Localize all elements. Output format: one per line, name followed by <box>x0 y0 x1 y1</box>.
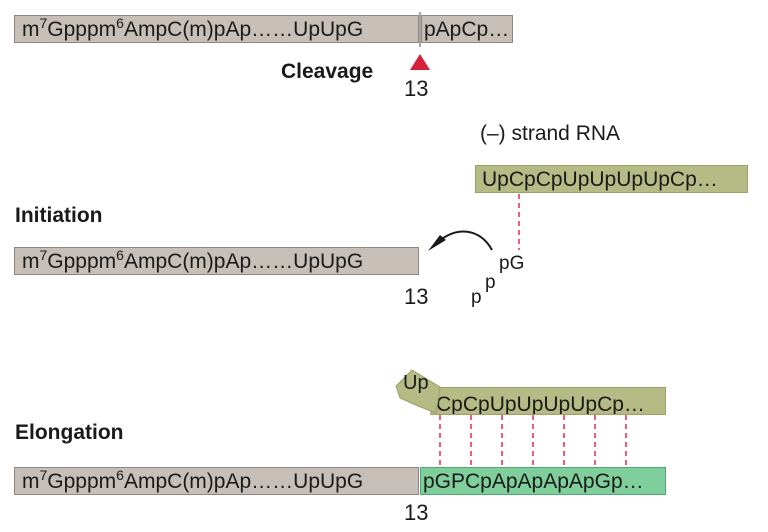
new-strand-seq: pGPCpApApApApGp… <box>423 470 644 493</box>
minus-strand-bar: UpCpCpUpUpUpUpCp… <box>475 165 748 193</box>
incoming-ntp-pg: pG <box>499 253 525 274</box>
capped-mrna-5prime-seq: m7Gpppm6AmpC(m)pAp……UpUpG <box>22 15 364 41</box>
incoming-ntp-p1: p <box>471 287 482 308</box>
template-strand-kink <box>395 369 441 414</box>
template-strand-seq: CpCpUpUpUpUpCp… <box>436 393 645 415</box>
template-strand-up-overlay: Up <box>403 372 429 394</box>
initiation-arrow <box>437 230 493 251</box>
minus-strand-label: (–) strand RNA <box>480 122 621 145</box>
elongation-primer-bar: m7Gpppm6AmpC(m)pAp……UpUpG <box>14 467 419 495</box>
elongation-label: Elongation <box>15 421 124 444</box>
elongation-primer-seq: m7Gpppm6AmpC(m)pAp……UpUpG <box>22 467 364 493</box>
capped-primer-seq: m7Gpppm6AmpC(m)pAp……UpUpG <box>22 247 364 273</box>
incoming-ntp-p2: p <box>485 272 496 293</box>
cleavage-label: Cleavage <box>281 60 374 83</box>
initiation-position-number: 13 <box>404 284 429 309</box>
initiation-arrowhead-icon <box>428 235 446 251</box>
capped-primer-bar: m7Gpppm6AmpC(m)pAp……UpUpG <box>14 247 419 275</box>
cleavage-position-number: 13 <box>404 76 429 101</box>
new-strand-bar: pGPCpApApApApGp… <box>420 467 666 495</box>
cleavage-marker-icon <box>410 54 430 70</box>
capped-mrna-bar: m7Gpppm6AmpC(m)pAp……UpUpG <box>14 15 419 43</box>
capped-mrna-3prime-seq: pApCp… <box>424 18 510 41</box>
capped-mrna-3prime-bar: pApCp… <box>421 15 513 43</box>
elongation-position-number: 13 <box>404 500 429 525</box>
elongation-pairing-lines <box>439 415 627 467</box>
minus-strand-seq: UpCpCpUpUpUpUpCp… <box>482 168 718 191</box>
initiation-label: Initiation <box>15 204 103 227</box>
template-strand-bar: CpCpUpUpUpUpCp… <box>430 387 666 415</box>
